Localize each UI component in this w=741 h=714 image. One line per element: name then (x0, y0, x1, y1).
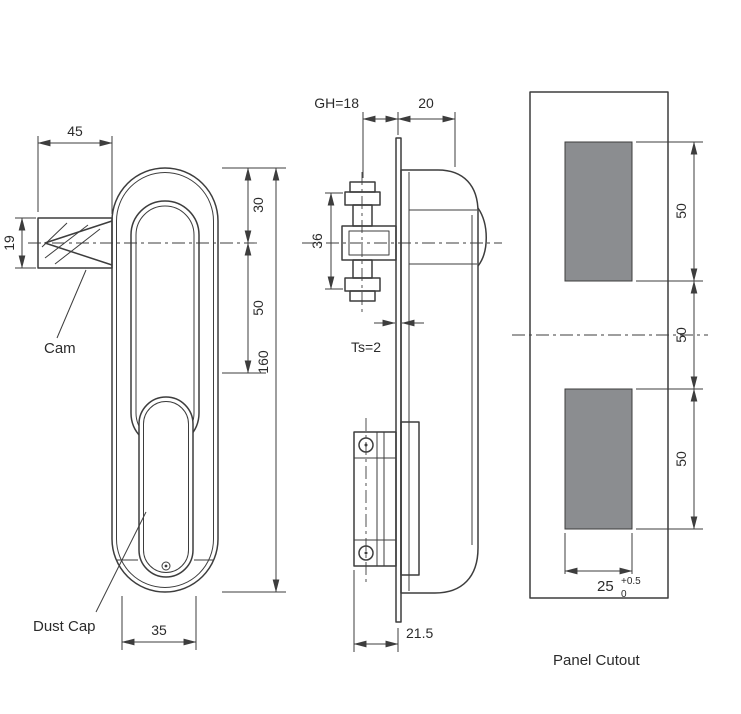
hatch-line (54, 228, 101, 265)
cam-assembly (353, 418, 420, 582)
leader-line (95, 511, 147, 613)
dust-cap-label: Dust Cap (33, 618, 96, 635)
dust-cap-pivot-center (164, 564, 168, 568)
dim-cutout-width-tolerance-upper: +0.5 (621, 576, 641, 587)
dim-cutout-width-tolerance-lower: 0 (621, 589, 627, 600)
screw-stem (352, 204, 373, 227)
screw-stem (352, 259, 373, 279)
cutout-lower (564, 388, 633, 530)
lock-cylinder-inner (348, 230, 390, 256)
dim-cam-height-label: 19 (1, 235, 17, 251)
cam-bolt-center (364, 551, 368, 555)
dim-top-offset-label: 30 (250, 197, 266, 213)
dim-base-width-label: 35 (151, 622, 167, 638)
dim-cutout-lower-label: 50 (673, 451, 689, 467)
dim-cam-offset-label: 21.5 (406, 625, 433, 641)
dim-cutout-middle-label: 50 (673, 327, 689, 343)
cam-plate (400, 421, 420, 576)
handle-inner-outline (116, 172, 214, 588)
panel-outline (529, 91, 669, 599)
dim-housing-depth-label: 20 (418, 95, 434, 111)
handle-outline (111, 167, 219, 593)
dim-screw-spacing-label: 36 (309, 233, 325, 249)
panel-cutout-caption: Panel Cutout (553, 652, 641, 669)
front-view-dimensions: 45 19 30 50 160 35 Cam Dust Cap (1, 123, 286, 650)
lock-cylinder-assembly (341, 172, 397, 314)
dim-overall-height-label: 160 (255, 350, 271, 374)
dust-cap-pivot (161, 561, 171, 571)
housing-body (400, 169, 479, 594)
dust-cap-inner (143, 401, 189, 573)
cutout-upper (564, 141, 633, 282)
side-view (302, 137, 502, 623)
dim-cutout-width-label: 25 (597, 578, 614, 595)
cam-label: Cam (44, 340, 76, 357)
cam-block (353, 431, 397, 567)
dim-cutout-upper-label: 50 (673, 203, 689, 219)
dim-panel-thickness-label: Ts=2 (351, 339, 381, 355)
dim-mid-offset-label: 50 (250, 300, 266, 316)
dust-cap-outline (138, 396, 194, 578)
leader-line (56, 269, 87, 339)
screw-cap (349, 181, 376, 193)
hatch-line (44, 224, 89, 259)
dim-grip-height-label: GH=18 (314, 95, 359, 111)
side-view-dimensions: GH=18 20 36 Ts=2 21.5 (309, 95, 456, 652)
mounting-nut (344, 191, 381, 206)
lock-bulge (477, 207, 487, 267)
dim-cam-length-label: 45 (67, 123, 83, 139)
mounting-nut (344, 277, 381, 292)
panel-cutout-dimensions: 50 50 50 25 +0.5 0 Panel Cutout (553, 141, 703, 669)
front-view (28, 167, 258, 593)
screw-cap (349, 290, 376, 302)
panel-cutout-view (512, 91, 708, 599)
